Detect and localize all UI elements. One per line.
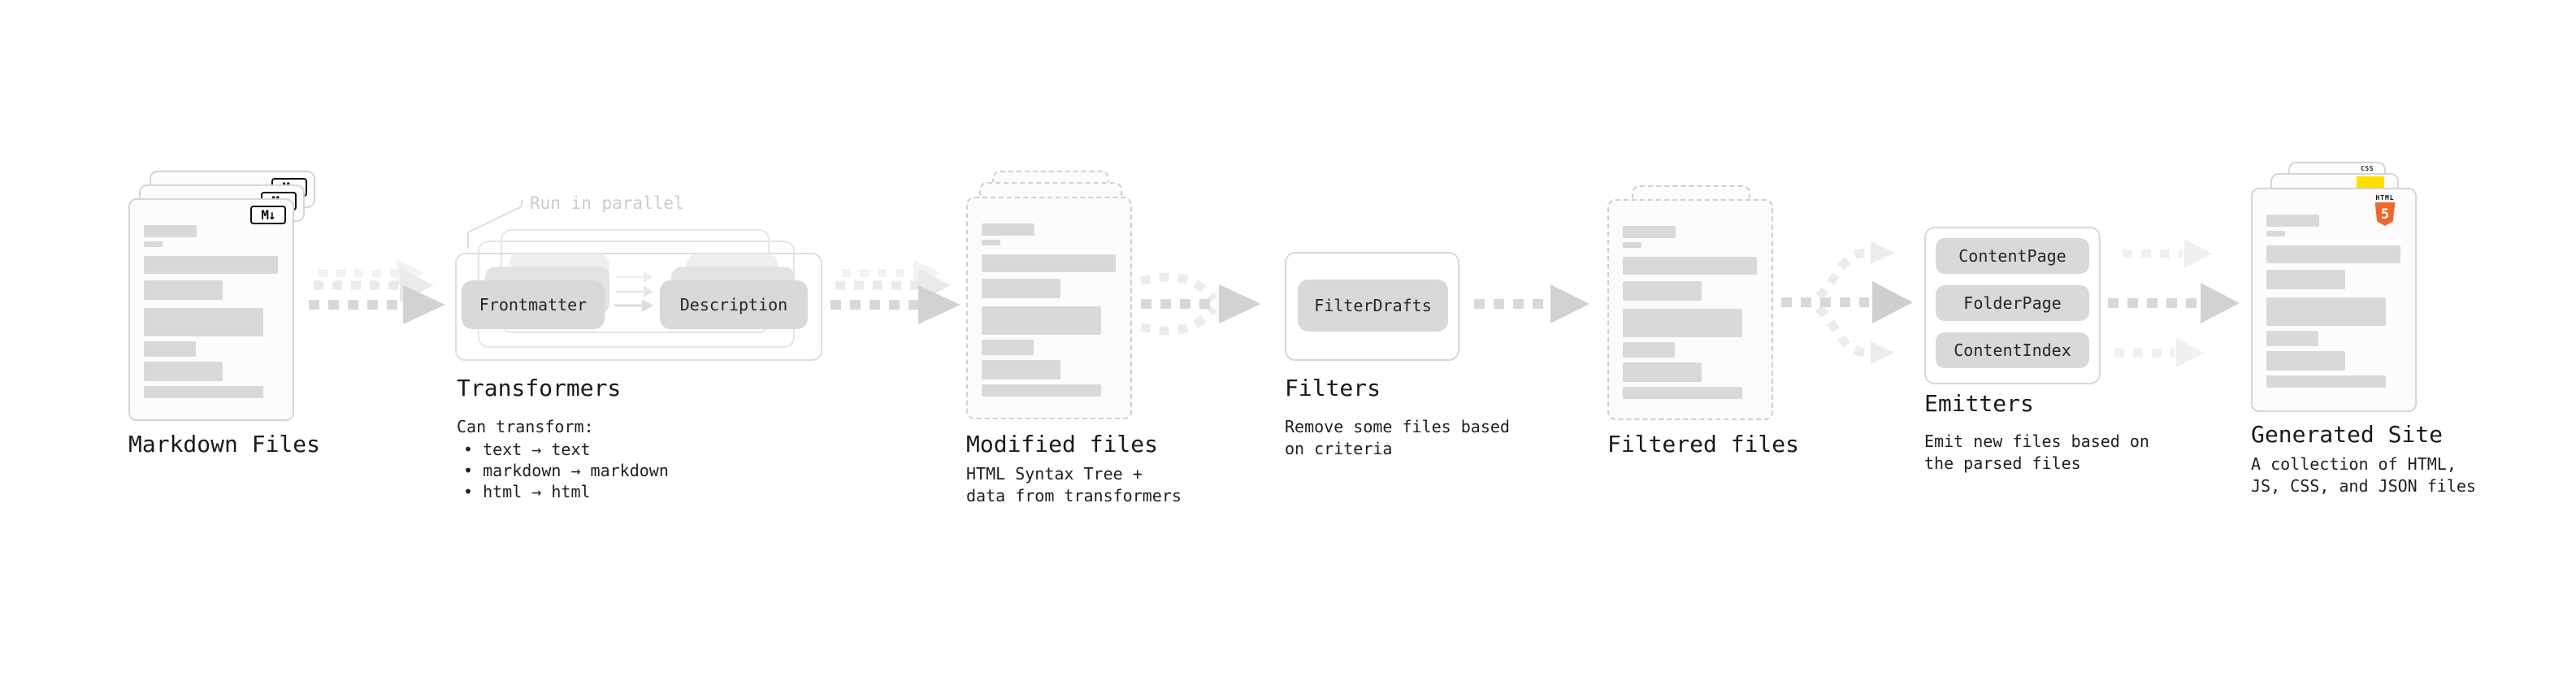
placeholder-bar [1623,309,1742,337]
generated-site-label: Generated Site [2251,421,2444,448]
file-card-front [1607,199,1773,420]
placeholder-bar [2266,215,2319,227]
placeholder-bar [982,360,1060,380]
file-content-placeholder [982,223,1117,397]
sublabel-line: the parsed files [1924,453,2081,473]
arrow-markdown-to-transformers [309,259,445,324]
sublabel-line: Remove some files based [1285,417,1510,436]
file-content-placeholder [2266,215,2401,388]
file-card-html: HTML 5 [2251,188,2417,412]
file-card-front [966,197,1132,419]
generated-site-sublabel: A collection of HTML, JS, CSS, and JSON … [2251,453,2476,497]
description-node: Description [660,280,808,329]
can-transform-list: • text → text • markdown → markdown • ht… [463,439,669,502]
filters-sublabel: Remove some files based on criteria [1285,416,1510,460]
placeholder-bar [982,254,1116,272]
placeholder-bar [144,308,263,336]
placeholder-bar [2266,351,2345,371]
arrow-filters-to-filtered [1474,284,1589,323]
file-content-placeholder [1623,226,1758,399]
html5-icon-shield: 5 [2374,202,2396,226]
arrow-emitters-to-site [2108,239,2240,367]
transform-bullet: • html → html [463,482,591,501]
transformer-frame-front [455,253,822,361]
placeholder-bar [144,386,263,398]
placeholder-bar [1623,242,1641,248]
placeholder-bar [1623,387,1742,399]
file-content-placeholder [144,225,279,398]
placeholder-bar [982,340,1034,355]
emitter-node-contentpage: ContentPage [1936,238,2089,274]
markdown-icon: M↓ [250,206,286,224]
can-transform-title: Can transform: [457,417,594,436]
placeholder-bar [982,384,1101,397]
frontmatter-node: Frontmatter [462,280,605,329]
placeholder-bar [982,223,1034,236]
placeholder-bar [144,256,278,274]
placeholder-bar [982,240,1000,245]
transformers-heading: Transformers [457,375,622,401]
arrow-filtered-to-emitters-split [1781,241,1913,364]
placeholder-bar [982,306,1101,335]
filterdrafts-node: FilterDrafts [1298,280,1448,332]
sublabel-line: A collection of HTML, [2251,454,2457,474]
placeholder-bar [2266,375,2386,388]
placeholder-bar [2266,270,2345,289]
placeholder-bar [2266,231,2285,236]
placeholder-bar [1623,281,1702,301]
placeholder-bar [144,362,223,381]
sublabel-line: HTML Syntax Tree + [966,464,1143,484]
emitter-node-contentindex: ContentIndex [1936,332,2089,368]
placeholder-bar [1623,257,1757,275]
placeholder-bar [1623,362,1702,382]
placeholder-bar [2266,297,2386,326]
sublabel-line: JS, CSS, and JSON files [2251,476,2476,496]
sublabel-line: data from transformers [966,486,1182,505]
sublabel-line: Emit new files based on [1924,432,2149,451]
html5-icon-word: HTML [2375,194,2395,202]
modified-files-label: Modified files [966,431,1159,458]
transform-bullet: • markdown → markdown [463,461,669,480]
placeholder-bar [144,225,197,237]
emitters-sublabel: Emit new files based on the parsed files [1924,431,2149,475]
filtered-files-label: Filtered files [1607,431,1800,458]
sublabel-line: on criteria [1285,439,1393,458]
placeholder-bar [144,280,223,300]
run-in-parallel-note: Run in parallel [530,193,684,213]
arrow-modified-to-filters-merge [1139,272,1261,336]
placeholder-bar [1623,342,1675,358]
modified-files-sublabel: HTML Syntax Tree + data from transformer… [966,463,1182,507]
emitter-node-folderpage: FolderPage [1936,285,2089,321]
placeholder-bar [2266,331,2318,346]
placeholder-bar [144,341,196,357]
placeholder-bar [144,241,163,247]
arrow-transformers-to-modified [830,259,961,324]
emitters-heading: Emitters [1924,390,2034,417]
js-icon [2357,176,2384,189]
placeholder-bar [2266,245,2400,263]
placeholder-bar [982,279,1060,298]
html5-icon: HTML 5 [2366,194,2404,226]
css-icon-word: CSS [2361,165,2374,172]
html5-icon-number: 5 [2380,206,2390,223]
file-card-front: M↓ [128,198,294,421]
markdown-files-label: Markdown Files [128,431,321,458]
transform-bullet: • text → text [463,440,591,459]
placeholder-bar [1623,226,1676,238]
filters-heading: Filters [1285,375,1381,401]
